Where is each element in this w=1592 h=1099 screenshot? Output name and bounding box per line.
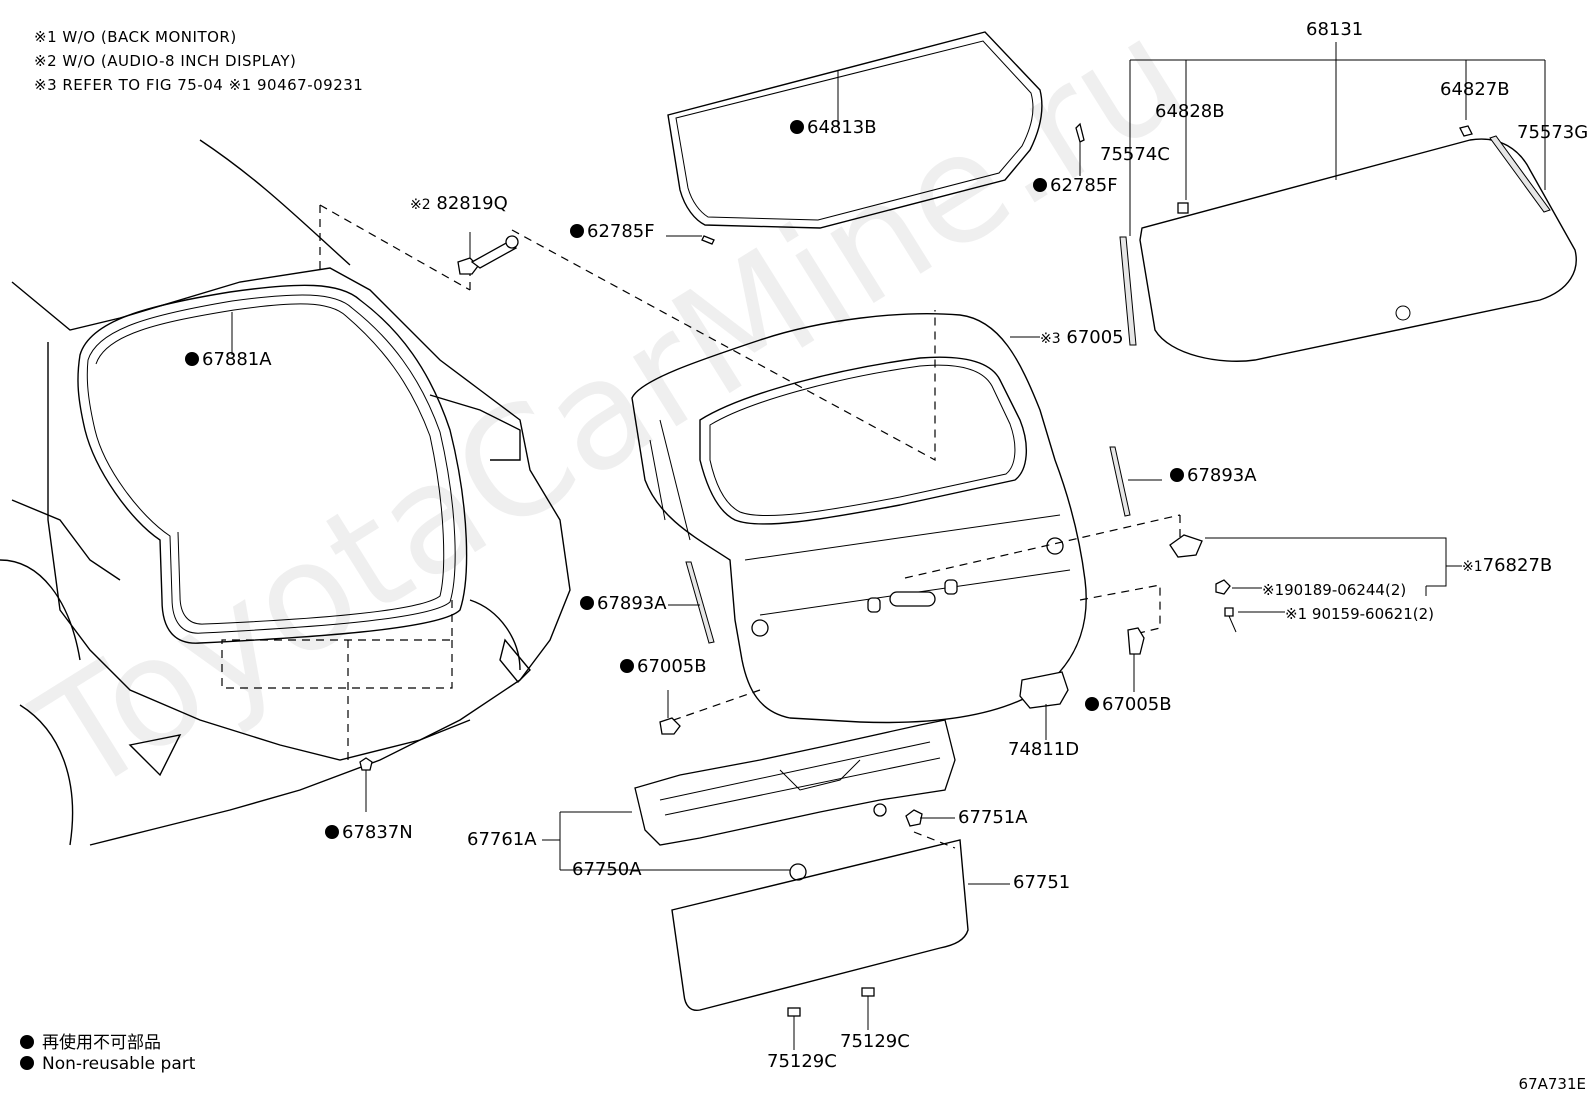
label-75129C-right: 75129C	[840, 1031, 910, 1052]
non-reusable-icon	[1170, 468, 1184, 482]
non-reusable-icon	[620, 659, 634, 673]
back-door-67005	[631, 313, 1087, 724]
leader-dashed-67005B-left	[667, 689, 761, 723]
leader-dashed-67005B-right	[1079, 584, 1161, 635]
leader-dashed-67837N	[221, 600, 453, 760]
garnish-67761A	[634, 719, 956, 881]
note-1: ※1 W/O (BACK MONITOR)	[34, 28, 237, 46]
non-reusable-icon	[185, 352, 199, 366]
glass-64813B	[667, 31, 1043, 229]
figure-code: 67A731E	[1518, 1075, 1586, 1093]
part-74811D	[1019, 671, 1069, 709]
clip-67751A	[905, 809, 923, 827]
clip-67005B-right	[1127, 627, 1145, 655]
non-reusable-icon	[1085, 697, 1099, 711]
label-90189: ※190189-06244(2)	[1262, 581, 1407, 599]
weatherstrip-67881A	[77, 284, 468, 644]
legend-jp: 再使用不可部品	[20, 1028, 161, 1053]
part-76827B	[1169, 534, 1462, 633]
tape-75129C-right	[861, 987, 875, 997]
label-62785F-left: 62785F	[570, 222, 655, 242]
non-reusable-icon	[20, 1056, 34, 1070]
label-67893A-left: 67893A	[580, 594, 667, 614]
label-74811D: 74811D	[1008, 739, 1080, 760]
leaders-68131	[1129, 42, 1546, 236]
note-3: ※3 REFER TO FIG 75-04 ※1 90467-09231	[34, 76, 364, 94]
label-76827B: ※176827B	[1462, 555, 1553, 576]
legend-en: Non-reusable part	[20, 1054, 195, 1074]
reference-mark: ※1	[1285, 605, 1308, 623]
label-64827B: 64827B	[1440, 79, 1510, 100]
clip-67837N	[359, 757, 373, 771]
non-reusable-icon	[790, 120, 804, 134]
leader-dashed-76827B	[904, 514, 1181, 579]
reference-mark: ※2	[410, 197, 431, 213]
car-body-outline	[0, 139, 571, 846]
label-67005B-right: 67005B	[1085, 695, 1172, 715]
label-67837N: 67837N	[325, 823, 413, 843]
non-reusable-icon	[1033, 178, 1047, 192]
label-62785F-right: 62785F	[1033, 176, 1118, 196]
strip-67893A-left	[685, 561, 715, 644]
label-75129C-left: 75129C	[767, 1051, 837, 1072]
board-67751	[671, 839, 969, 1012]
reference-mark: ※3	[1040, 331, 1061, 347]
label-75574C: 75574C	[1100, 144, 1170, 165]
leader-67761A	[542, 811, 790, 871]
label-64813B: 64813B	[790, 118, 877, 138]
non-reusable-icon	[20, 1035, 34, 1049]
clip-62785F-left	[701, 235, 715, 245]
label-67761A: 67761A	[467, 829, 537, 850]
clip-67005B-left	[659, 717, 681, 735]
leader-dashed-67751A	[913, 831, 956, 849]
strip-67893A-right	[1109, 446, 1131, 517]
glass-68131	[1119, 125, 1577, 362]
label-67750A: 67750A	[572, 859, 642, 880]
non-reusable-icon	[325, 825, 339, 839]
label-67881A: 67881A	[185, 350, 272, 370]
label-90159: ※1 90159-60621(2)	[1285, 605, 1435, 623]
clip-62785F-right	[1075, 122, 1085, 143]
label-64828B: 64828B	[1155, 101, 1225, 122]
label-82819Q: ※2 82819Q	[410, 193, 508, 214]
tape-75129C-left	[787, 1007, 801, 1017]
non-reusable-icon	[570, 224, 584, 238]
label-67005: ※3 67005	[1040, 327, 1124, 348]
label-67893A-right: 67893A	[1170, 466, 1257, 486]
label-67751A: 67751A	[958, 807, 1028, 828]
leader-dashed-82819Q-to-door	[511, 229, 936, 462]
reference-mark: ※1	[1262, 581, 1285, 599]
label-67005B-left: 67005B	[620, 657, 707, 677]
label-68131: 68131	[1306, 19, 1364, 40]
reference-mark: ※1	[1462, 559, 1483, 575]
label-67751: 67751	[1013, 872, 1071, 893]
note-2: ※2 W/O (AUDIO-8 INCH DISPLAY)	[34, 52, 297, 70]
label-75573G: 75573G	[1517, 122, 1589, 143]
part-82819Q	[457, 232, 519, 275]
non-reusable-icon	[580, 596, 594, 610]
leader-dashed-82819Q	[319, 204, 471, 291]
